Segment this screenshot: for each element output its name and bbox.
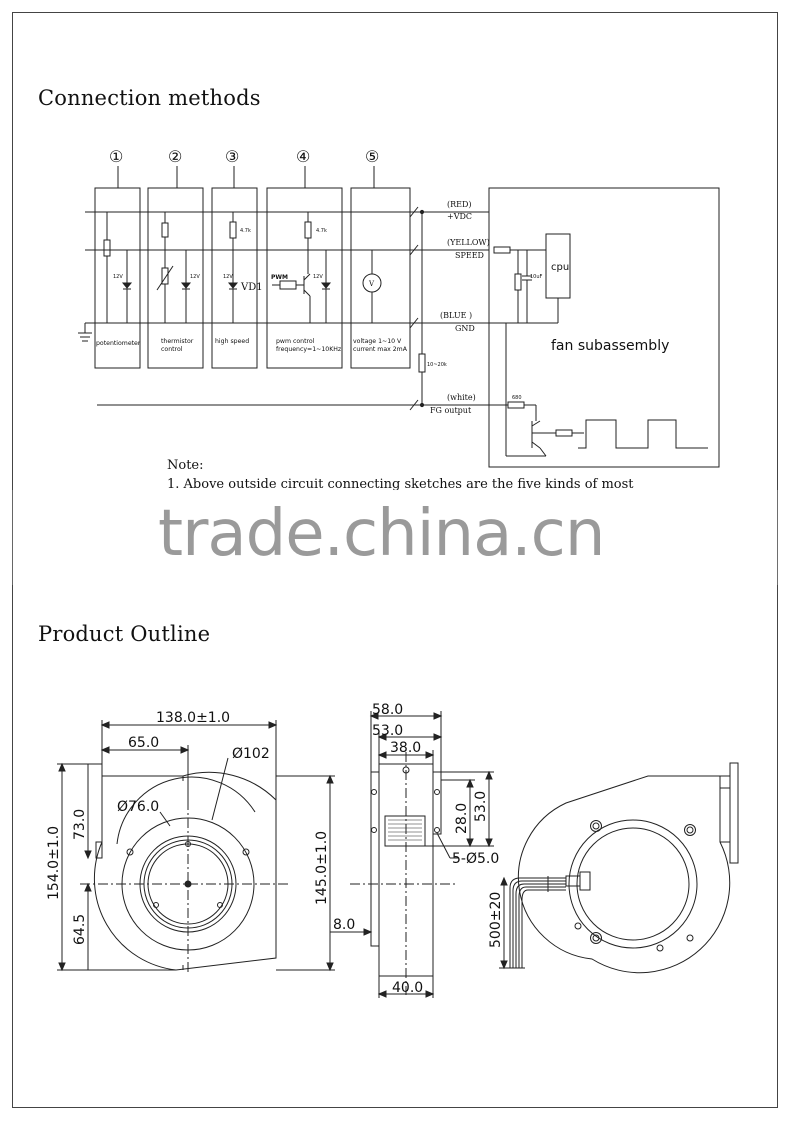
resistor-label-4: 4.7k <box>316 228 327 234</box>
fan-subassembly-box <box>488 187 720 468</box>
method-label-5: voltage 1~10 V <box>353 338 402 345</box>
watermark-text: trade.china.cn <box>158 497 605 571</box>
method-label-2: thermistor <box>161 338 194 345</box>
side-view <box>350 752 455 995</box>
watermark-band <box>0 490 793 585</box>
dim-lead-length: 500±20 <box>488 892 504 948</box>
dim-outer-dia: Ø102 <box>232 746 270 762</box>
fg-square-wave <box>578 419 708 449</box>
rear-view <box>509 762 739 974</box>
method-number-1: ① <box>109 147 123 166</box>
voltmeter-symbol: V <box>368 280 375 288</box>
note-title: Note: <box>167 458 204 473</box>
method-number-5: ⑤ <box>365 147 379 166</box>
dim-outlet-28: 28.0 <box>454 803 470 834</box>
method-label-5b: current max 2mA <box>353 346 408 353</box>
wire-white-signal: FG output <box>430 406 472 415</box>
resistor-680-label: 680 <box>512 395 522 401</box>
wire-yellow-color: (YELLOW) <box>447 238 490 247</box>
wire-red-color: (RED) <box>447 200 472 209</box>
wire-white-color: (white) <box>447 393 476 402</box>
dim-side-53: 53.0 <box>372 723 403 739</box>
dim-upper-height: 73.0 <box>72 809 88 840</box>
dim-width-total: 138.0±1.0 <box>156 710 230 726</box>
pwm-label: PWM <box>271 274 288 281</box>
dim-base-40: 40.0 <box>392 980 423 996</box>
method-number-4: ④ <box>296 147 310 166</box>
wire-red-signal: +VDC <box>447 212 472 221</box>
zener-label-4: 12V <box>313 274 323 280</box>
dim-height-total: 154.0±1.0 <box>46 826 62 900</box>
zener-label-2: 12V <box>190 274 200 280</box>
dim-holes: 5-Ø5.0 <box>452 851 499 867</box>
cpu-label: cpu <box>551 262 569 273</box>
method-label-4: pwm control <box>276 338 315 345</box>
method-number-3: ③ <box>225 147 239 166</box>
resistor-label-3: 4.7k <box>240 228 251 234</box>
method-number-2: ② <box>168 147 182 166</box>
note-line-1: 1. Above outside circuit connecting sket… <box>167 477 634 492</box>
dim-flange-8: 8.0 <box>333 917 355 933</box>
fan-subassembly-label: fan subassembly <box>551 338 669 354</box>
dim-body-height: 145.0±1.0 <box>314 831 330 905</box>
method-box-5 <box>350 187 411 369</box>
connection-methods-title: Connection methods <box>38 86 261 110</box>
wire-yellow-signal: SPEED <box>455 251 484 260</box>
dim-inlet-offset: 65.0 <box>128 735 159 751</box>
dim-lower-height: 64.5 <box>72 914 88 945</box>
dim-inlet-dia: Ø76.0 <box>117 799 159 815</box>
front-view <box>80 771 290 975</box>
method-label-3: high speed <box>215 338 249 345</box>
vd1-label: VD1 <box>240 282 263 293</box>
method-box-2 <box>147 187 204 369</box>
method-label-2b: control <box>161 346 183 353</box>
zener-label-1: 12V <box>113 274 123 280</box>
wire-blue-color: (BLUE ) <box>440 311 472 320</box>
method-label-1: potentiometer <box>96 340 141 347</box>
wire-blue-signal: GND <box>455 324 475 333</box>
zener-label-3: 12V <box>223 274 233 280</box>
capacitor-label: 10uF <box>530 274 543 280</box>
dim-side-38: 38.0 <box>390 740 421 756</box>
dim-outlet-53: 53.0 <box>473 791 489 822</box>
product-outline-title: Product Outline <box>38 622 211 646</box>
pullup-label: 10~20k <box>427 362 447 368</box>
dim-side-58: 58.0 <box>372 702 403 718</box>
method-label-4b: frequency=1~10KHz <box>276 346 341 353</box>
